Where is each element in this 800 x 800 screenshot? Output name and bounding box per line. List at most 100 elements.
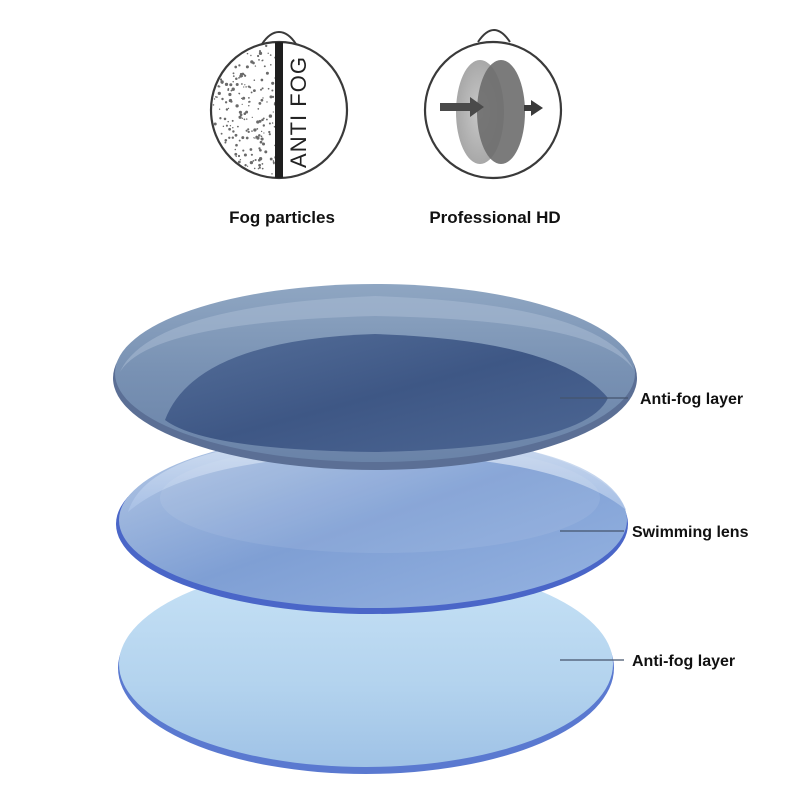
fog-particle <box>220 80 224 84</box>
fog-particle <box>237 125 239 128</box>
fog-particle <box>235 155 237 158</box>
fog-particle <box>251 116 253 119</box>
fog-particle <box>254 158 257 162</box>
fog-particles-icon: ANTI FOG <box>209 30 349 180</box>
fog-particle <box>242 149 245 152</box>
fog-particle <box>243 118 246 121</box>
fog-particle <box>261 163 264 165</box>
fog-particle <box>245 136 249 140</box>
fog-particle <box>256 120 260 124</box>
fog-particle <box>258 166 261 169</box>
fog-particle <box>261 87 264 90</box>
fog-particle <box>238 116 240 118</box>
fog-particle <box>258 59 260 61</box>
fog-particle <box>248 100 251 103</box>
fog-particle <box>239 158 242 161</box>
fog-particle <box>241 117 244 120</box>
fog-particle <box>257 108 260 110</box>
fog-particle <box>272 111 274 113</box>
fog-particle <box>237 160 241 164</box>
fog-particle <box>251 130 253 132</box>
fog-particle <box>213 98 216 100</box>
top-anti-fog-lens <box>113 284 637 470</box>
fog-particle <box>227 107 230 110</box>
fog-particle <box>270 64 272 66</box>
fog-particle <box>228 136 231 139</box>
fog-particle <box>260 98 264 102</box>
label-top-layer: Anti-fog layer <box>560 391 743 408</box>
fog-particle <box>246 165 249 167</box>
fog-particle <box>272 160 275 162</box>
fog-particle <box>260 137 264 141</box>
top-layer-label: Anti-fog layer <box>640 391 743 408</box>
fog-particle <box>241 83 243 85</box>
fog-particle <box>271 81 275 85</box>
fog-particle <box>243 74 247 77</box>
fog-particle <box>260 135 263 138</box>
fog-particle <box>234 152 238 156</box>
fog-particle <box>232 72 235 75</box>
fog-particle <box>223 117 227 121</box>
fog-particle <box>234 65 238 69</box>
fog-particle <box>250 153 253 156</box>
fog-particle <box>224 139 228 142</box>
fog-particle <box>239 72 243 76</box>
fog-particle <box>261 167 264 170</box>
fog-particle <box>250 60 254 64</box>
fog-particle <box>254 65 257 67</box>
fog-particle <box>245 129 248 132</box>
fog-particle <box>257 54 260 58</box>
fog-particle <box>217 91 221 96</box>
fog-particle <box>224 141 227 144</box>
fog-particle <box>267 87 270 90</box>
fog-particle <box>250 54 252 57</box>
fog-particle <box>269 157 273 161</box>
fog-particle <box>232 75 235 77</box>
fog-particle <box>232 81 234 83</box>
fog-particle <box>265 118 268 121</box>
fog-particle <box>267 52 269 54</box>
fog-particle <box>264 150 268 154</box>
fog-particle <box>262 124 265 127</box>
fog-particle <box>258 50 262 53</box>
fog-particle <box>238 64 241 67</box>
fog-particle <box>237 154 241 158</box>
fog-particle <box>268 114 273 118</box>
fog-particle <box>235 143 238 147</box>
fog-particle <box>244 164 247 167</box>
fog-particle <box>249 148 253 151</box>
fog-particle <box>222 125 225 128</box>
fog-particle <box>243 86 245 88</box>
middle-layer-label: Swimming lens <box>632 524 749 541</box>
fog-particle <box>259 148 262 152</box>
fog-particle <box>212 104 215 106</box>
fog-particle <box>258 134 261 137</box>
fog-particle <box>234 133 238 137</box>
professional-hd-caption: Professional HD <box>429 208 560 227</box>
label-bottom-layer: Anti-fog layer <box>560 653 735 670</box>
fog-particle <box>240 97 243 100</box>
fog-particle <box>225 124 228 127</box>
fog-particle <box>271 122 274 124</box>
fog-particle <box>244 84 246 86</box>
fog-particle <box>262 59 264 61</box>
fog-particle <box>258 147 261 150</box>
fog-particle <box>232 130 235 133</box>
fog-particle <box>239 74 243 78</box>
fog-particles-caption: Fog particles <box>229 208 335 227</box>
fog-particle <box>271 89 274 92</box>
fog-particle <box>229 83 233 87</box>
fog-particle <box>213 122 217 126</box>
fog-particle <box>252 160 255 162</box>
fog-particle <box>254 137 256 139</box>
fog-particle <box>269 54 272 56</box>
fog-particle <box>247 130 250 134</box>
fog-particle <box>227 120 229 123</box>
fog-particle <box>261 142 266 146</box>
fog-particle <box>217 85 220 88</box>
fog-particle <box>256 128 259 130</box>
professional-hd-icon <box>423 28 563 180</box>
fog-particle <box>245 86 247 88</box>
fog-particle <box>245 65 249 69</box>
fog-particle <box>224 101 228 104</box>
